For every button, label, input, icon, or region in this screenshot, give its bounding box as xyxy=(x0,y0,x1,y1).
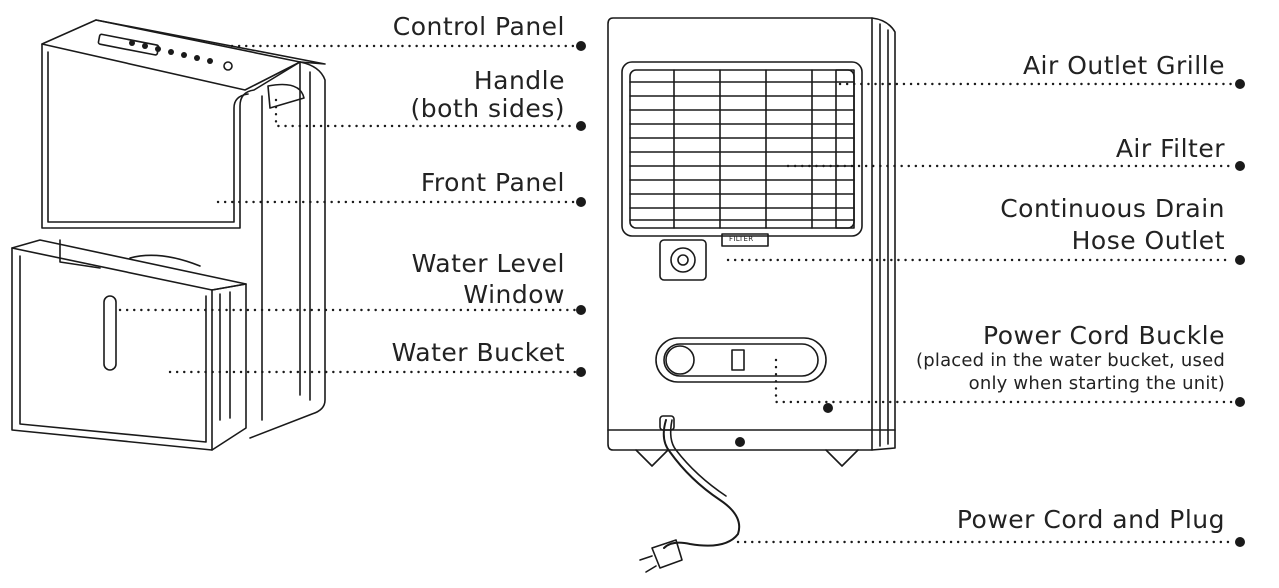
leader-lines xyxy=(118,44,1234,544)
front-unit-drawing xyxy=(11,19,326,451)
label-cord-buckle-note1: (placed in the water bucket, used xyxy=(916,350,1225,371)
label-handle-note: (both sides) xyxy=(410,94,565,123)
label-drain-line1: Continuous Drain xyxy=(1000,194,1225,223)
label-cord-buckle: Power Cord Buckle xyxy=(983,321,1225,350)
label-drain-line2: Hose Outlet xyxy=(1071,226,1225,255)
label-handle: Handle xyxy=(473,66,565,95)
control-panel-buttons xyxy=(129,40,213,64)
label-power-cord: Power Cord and Plug xyxy=(956,505,1225,534)
rear-unit-drawing xyxy=(607,17,896,573)
label-water-bucket: Water Bucket xyxy=(391,338,565,367)
label-air-filter: Air Filter xyxy=(1115,134,1225,163)
filter-tag-label: FILTER xyxy=(729,235,754,243)
label-front-panel: Front Panel xyxy=(420,168,565,197)
label-water-level-line2: Window xyxy=(463,280,565,309)
leader-dots xyxy=(576,41,1245,547)
label-water-level-line1: Water Level xyxy=(411,249,565,278)
label-cord-buckle-note2: only when starting the unit) xyxy=(968,373,1225,394)
label-control-panel: Control Panel xyxy=(392,12,565,41)
label-air-outlet-grille: Air Outlet Grille xyxy=(1022,51,1225,80)
